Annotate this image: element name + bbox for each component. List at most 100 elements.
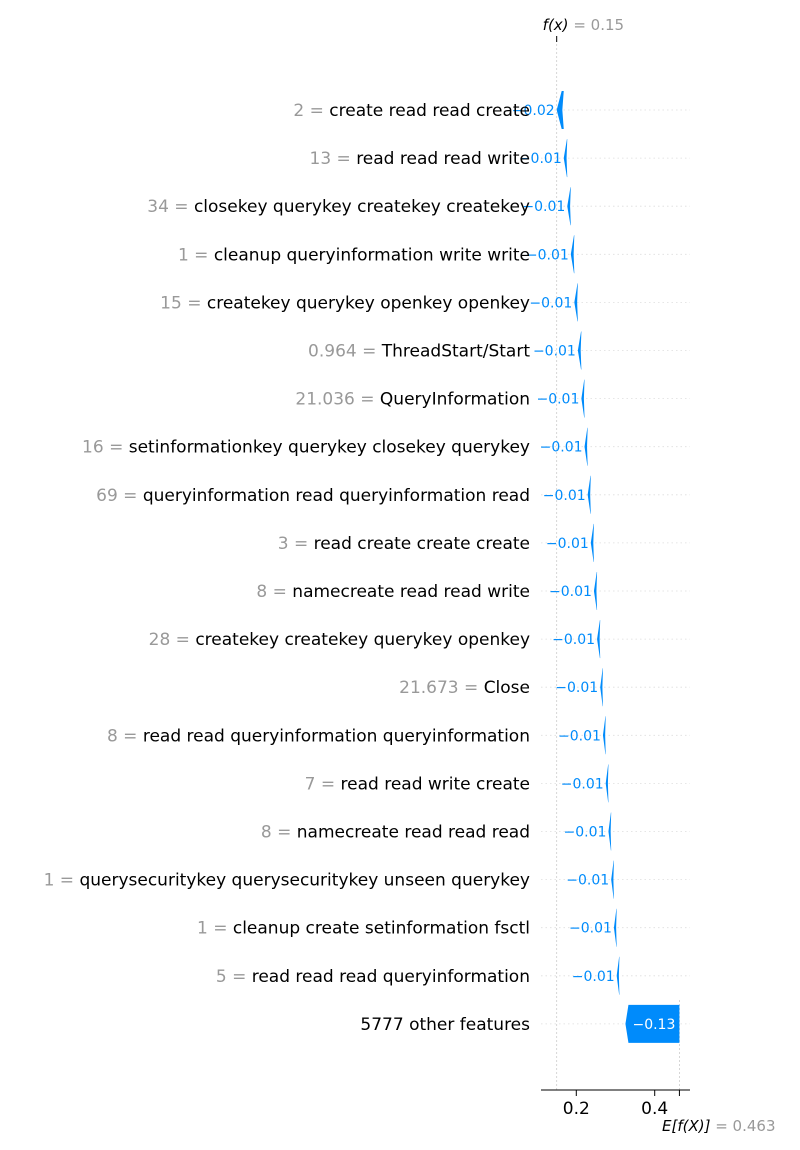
feature-bar bbox=[563, 139, 568, 178]
contribution-label: −0.01 bbox=[558, 728, 601, 744]
output-value-label: f(x) bbox=[543, 16, 569, 34]
feature-name: read read read write bbox=[356, 149, 530, 169]
feature-bar bbox=[597, 620, 601, 659]
feature-bar bbox=[581, 379, 585, 418]
feature-bar bbox=[593, 572, 598, 610]
contribution-label: −0.01 bbox=[564, 825, 607, 841]
feature-name: read read write create bbox=[341, 774, 530, 794]
feature-value: 13 = bbox=[310, 149, 357, 169]
feature-bar bbox=[625, 1004, 680, 1043]
feature-bar bbox=[613, 908, 617, 947]
contribution-label: −0.01 bbox=[552, 632, 595, 648]
feature-name: createkey querykey openkey openkey bbox=[207, 293, 530, 313]
feature-name: createkey createkey querykey openkey bbox=[195, 630, 530, 650]
feature-name: closekey querykey createkey createkey bbox=[194, 197, 530, 217]
feature-value: 69 = bbox=[96, 486, 143, 506]
feature-bar bbox=[616, 956, 620, 995]
feature-bar bbox=[556, 91, 564, 129]
feature-label: 8 = namecreate read read read bbox=[261, 823, 530, 843]
feature-value: 15 = bbox=[160, 293, 207, 313]
feature-value: 1 = bbox=[197, 919, 233, 939]
bars-layer: −0.02 −0.01 −0.01 −0.01 −0.01 −0.01 −0.01 −0.01… bbox=[512, 91, 680, 1043]
feature-bar bbox=[590, 523, 594, 562]
output-value-number: = 0.15 bbox=[569, 16, 625, 34]
feature-value: 16 = bbox=[82, 438, 129, 458]
contribution-label: −0.01 bbox=[533, 344, 576, 360]
feature-value: 0.964 = bbox=[308, 342, 382, 362]
feature-name: namecreate read read write bbox=[292, 582, 530, 602]
feature-bar bbox=[600, 668, 603, 707]
feature-name: cleanup queryinformation write write bbox=[214, 245, 530, 265]
contribution-label: −0.01 bbox=[549, 584, 592, 600]
feature-label: 5777 other features bbox=[360, 1015, 530, 1035]
feature-value: 2 = bbox=[293, 101, 329, 121]
contribution-label: −0.01 bbox=[546, 536, 589, 552]
feature-value: 8 = bbox=[107, 726, 143, 746]
feature-label: 1 = cleanup queryinformation write write bbox=[178, 245, 530, 265]
feature-name: querysecuritykey querysecuritykey unseen… bbox=[79, 871, 530, 891]
output-value-annotation: f(x) = 0.15 bbox=[543, 16, 624, 34]
feature-value: 21.673 = bbox=[399, 678, 484, 698]
feature-label: 28 = createkey createkey querykey openke… bbox=[149, 630, 530, 650]
guide-lines bbox=[556, 40, 680, 1090]
contribution-label: −0.02 bbox=[512, 103, 555, 119]
feature-name: namecreate read read read bbox=[297, 823, 530, 843]
feature-bar bbox=[608, 812, 612, 851]
x-tick-label: 0.2 bbox=[563, 1099, 590, 1119]
x-tick-label: 0.4 bbox=[641, 1099, 668, 1119]
feature-bar bbox=[567, 187, 571, 226]
contribution-label: −0.01 bbox=[540, 440, 583, 456]
feature-label: 21.673 = Close bbox=[399, 678, 530, 698]
feature-label: 1 = cleanup create setinformation fsctl bbox=[197, 919, 530, 939]
feature-name: read read read queryinformation bbox=[252, 967, 530, 987]
feature-name: read create create create bbox=[314, 534, 530, 554]
feature-value: 7 = bbox=[305, 774, 341, 794]
contribution-label: −0.01 bbox=[526, 247, 569, 263]
contribution-label: −0.01 bbox=[569, 921, 612, 937]
feature-name: setinformationkey querykey closekey quer… bbox=[129, 438, 530, 458]
feature-label: 7 = read read write create bbox=[305, 774, 530, 794]
feature-value: 28 = bbox=[149, 630, 196, 650]
feature-value: 1 = bbox=[178, 245, 214, 265]
feature-bar bbox=[587, 475, 591, 514]
contribution-label: −0.01 bbox=[555, 680, 598, 696]
feature-bar bbox=[577, 331, 582, 370]
feature-value: 21.036 = bbox=[295, 390, 380, 410]
feature-label: 0.964 = ThreadStart/Start bbox=[308, 342, 530, 362]
contribution-label: −0.01 bbox=[529, 295, 572, 311]
contribution-label: −0.01 bbox=[522, 199, 565, 215]
feature-bar bbox=[602, 716, 606, 755]
contribution-label: −0.13 bbox=[632, 1017, 675, 1033]
feature-bar bbox=[611, 860, 614, 899]
base-value-annotation: E[f(X)] = 0.463 bbox=[662, 1117, 776, 1135]
feature-name: queryinformation read queryinformation r… bbox=[143, 486, 530, 506]
feature-value: 1 = bbox=[44, 871, 80, 891]
contribution-label: −0.01 bbox=[566, 873, 609, 889]
contribution-label: −0.01 bbox=[572, 969, 615, 985]
feature-label: 21.036 = QueryInformation bbox=[295, 390, 530, 410]
feature-name: ThreadStart/Start bbox=[381, 342, 531, 362]
feature-value: 5 = bbox=[216, 967, 252, 987]
contribution-label: −0.01 bbox=[519, 151, 562, 167]
feature-value: 3 = bbox=[278, 534, 314, 554]
contribution-label: −0.01 bbox=[543, 488, 586, 504]
feature-name: QueryInformation bbox=[380, 390, 530, 410]
feature-label: 13 = read read read write bbox=[310, 149, 531, 169]
feature-label: 15 = createkey querykey openkey openkey bbox=[160, 293, 530, 313]
feature-bar bbox=[570, 235, 575, 274]
contribution-label: −0.01 bbox=[536, 392, 579, 408]
feature-label: 2 = create read read create bbox=[293, 101, 530, 121]
contribution-label: −0.01 bbox=[561, 776, 604, 792]
feature-label: 16 = setinformationkey querykey closekey… bbox=[82, 438, 530, 458]
base-value-number: = 0.463 bbox=[710, 1117, 775, 1135]
feature-label: 8 = namecreate read read write bbox=[256, 582, 530, 602]
feature-bar bbox=[574, 283, 578, 322]
feature-labels-layer: 2 = create read read create 13 = read rea… bbox=[44, 101, 531, 1035]
feature-name: Close bbox=[484, 678, 530, 698]
base-value-label: E[f(X)] bbox=[662, 1117, 711, 1135]
feature-name: 5777 other features bbox=[360, 1015, 530, 1035]
feature-label: 3 = read create create create bbox=[278, 534, 530, 554]
feature-bar bbox=[584, 427, 588, 466]
feature-value: 34 = bbox=[147, 197, 194, 217]
